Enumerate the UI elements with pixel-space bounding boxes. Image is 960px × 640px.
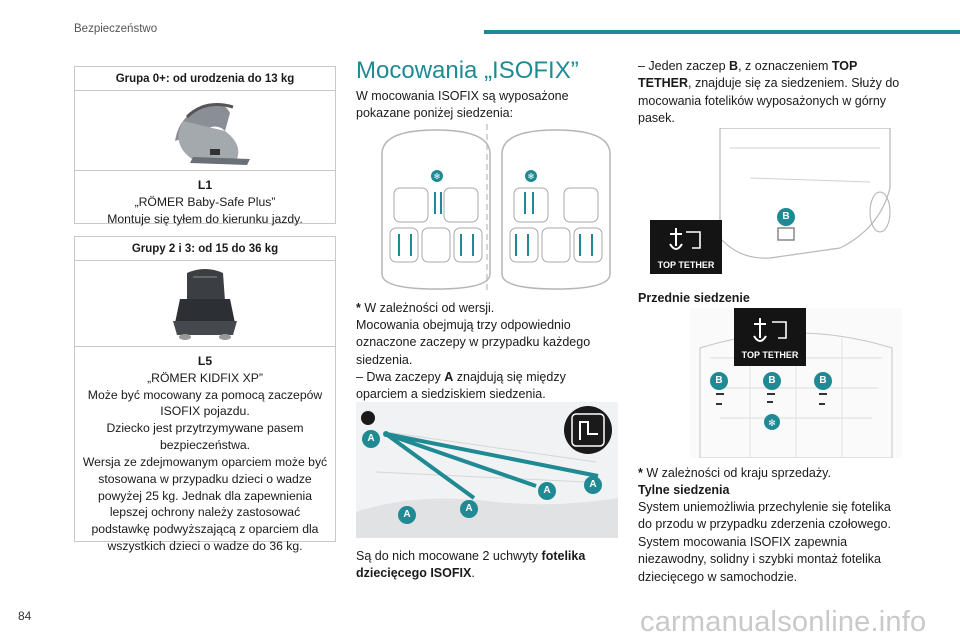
- anchor-a-paragraph: – Dwa zaczepy A znajdują się między opar…: [356, 369, 618, 404]
- seat-model: „RÖMER KIDFIX XP”: [147, 370, 263, 385]
- text: Są do nich mocowane 2 uchwyty: [356, 549, 542, 563]
- text: .: [471, 566, 475, 581]
- isofix-handles-paragraph: Są do nich mocowane 2 uchwyty fotelika d…: [356, 548, 618, 583]
- text: , znajduje się za siedzeniem. Służy do m…: [638, 76, 900, 125]
- section-heading: Mocowania „ISOFIX”: [356, 57, 579, 84]
- anchor-b-paragraph: – Jeden zaczep B, z oznaczeniem TOP TETH…: [638, 58, 900, 127]
- anchor-a-badge: A: [362, 430, 380, 448]
- note-star: *: [638, 466, 643, 480]
- note-star: *: [356, 301, 361, 315]
- booster-seat-illustration: [173, 269, 237, 340]
- isofix-seats-diagram: ✻ ✻: [356, 124, 618, 294]
- seat-description: L1 „RÖMER Baby-Safe Plus” Montuje się ty…: [75, 171, 335, 233]
- rear-seats-text-2: System mocowania ISOFIX zapewnia niezawo…: [638, 535, 881, 584]
- header-accent-bar: [484, 30, 960, 34]
- anchor-a-badge: A: [398, 506, 416, 524]
- bold-text: fotelika dziecięcego ISOFIX: [356, 549, 586, 581]
- anchor-b-badge: B: [763, 372, 781, 390]
- anchor-b-badge: B: [777, 208, 795, 226]
- anchor-letter: B: [729, 59, 739, 73]
- top-tether-rear-illustration: TOP TETHER B: [640, 127, 902, 276]
- top-tether-label: TOP TETHER: [658, 260, 715, 270]
- anchor-b-badge: B: [710, 372, 728, 390]
- star-badge: ✻: [434, 172, 441, 181]
- baby-carrier-illustration: [175, 103, 250, 165]
- anchor-b-badge: B: [814, 372, 832, 390]
- note-text: W zależności od kraju sprzedaży.: [646, 466, 831, 480]
- rear-seats-text: System uniemożliwia przechylenie się fot…: [638, 500, 891, 532]
- seat-group-box-l5: Grupy 2 i 3: od 15 do 36 kg L5 „RÖMER KI…: [74, 236, 336, 553]
- booster-seat-image: [75, 261, 335, 347]
- text: – Jeden zaczep: [638, 59, 730, 73]
- front-seats-illustration: TOP TETHER ✻ B B B: [690, 308, 902, 459]
- section-title: Bezpieczeństwo: [74, 23, 158, 35]
- star-badge: ✻: [768, 419, 776, 429]
- group-heading: Grupa 0+: od urodzenia do 13 kg: [75, 67, 335, 91]
- bold-text: TOP TETHER: [638, 59, 858, 91]
- seat-note: Wersja ze zdejmowanym oparciem może być …: [82, 454, 328, 554]
- anchor-letter: A: [444, 370, 454, 384]
- seat-code: L1: [197, 178, 213, 192]
- rear-seats-heading: Tylne siedzenia: [638, 483, 730, 497]
- intro-paragraph: W mocowania ISOFIX są wyposażone pokazan…: [356, 89, 569, 121]
- seat-description: L5 „RÖMER KIDFIX XP” Może być mocowany z…: [75, 347, 335, 561]
- baby-seat-image: [75, 91, 335, 171]
- anchor-a-illustration: A A A A A: [356, 402, 618, 538]
- anchor-a-badge: A: [460, 500, 478, 518]
- seat-group-box-l1: Grupa 0+: od urodzenia do 13 kg L1 „RÖME…: [74, 66, 336, 226]
- note-country: * W zależności od kraju sprzedaży.: [638, 465, 900, 482]
- seat-model: „RÖMER Baby-Safe Plus”: [134, 194, 276, 209]
- anchors-paragraph: Mocowania obejmują trzy odpowiednio ozna…: [356, 318, 591, 367]
- anchor-a-badge: A: [538, 482, 556, 500]
- group-heading: Grupy 2 i 3: od 15 do 36 kg: [75, 237, 335, 261]
- text: – Dwa zaczepy: [356, 370, 445, 384]
- page-number: 84: [18, 609, 32, 623]
- watermark: carmanualsonline.info: [640, 606, 927, 638]
- top-tether-label: TOP TETHER: [742, 350, 799, 360]
- star-badge: ✻: [528, 172, 535, 181]
- note-version: * W zależności od wersji.: [356, 300, 618, 317]
- note-text: W zależności od wersji.: [364, 301, 495, 315]
- seat-note: Montuje się tyłem do kierunku jazdy.: [107, 211, 303, 226]
- seat-note: Może być mocowany za pomocą zaczepów ISO…: [87, 387, 323, 419]
- seat-note: Dziecko jest przytrzymywane pasem bezpie…: [106, 421, 304, 453]
- text: , z oznaczeniem: [738, 59, 832, 73]
- front-seats-heading: Przednie siedzenie: [638, 291, 750, 305]
- text: znajdują się między oparciem a siedziski…: [356, 370, 566, 402]
- seat-code: L5: [197, 354, 213, 368]
- anchor-a-badge: A: [584, 476, 602, 494]
